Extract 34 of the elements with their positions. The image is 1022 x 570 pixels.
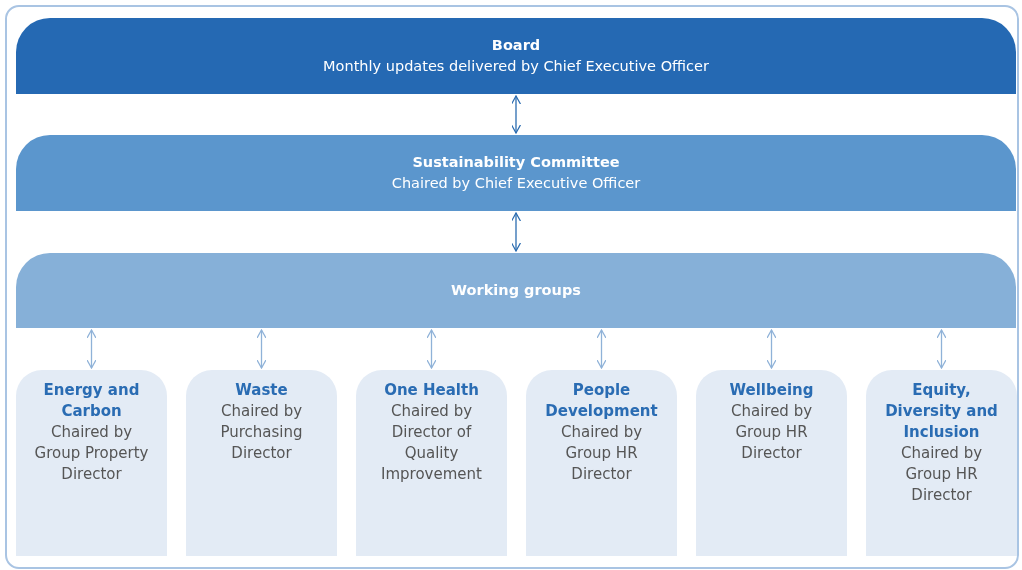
group-card: [16, 370, 167, 556]
node-title: Board: [491, 36, 541, 55]
node-title: One Health: [384, 380, 479, 401]
double-arrow: [510, 212, 522, 252]
node-subtitle: Chaired by Director of Quality Improvement: [380, 401, 483, 485]
node-title: Equity, Diversity and Inclusion: [884, 380, 999, 443]
double-arrow: [510, 95, 522, 134]
double-arrow: [596, 329, 607, 369]
node-title: Energy and Carbon: [42, 380, 141, 422]
group-card: [526, 370, 677, 556]
double-arrow: [426, 329, 437, 369]
node-title: Sustainability Committee: [412, 153, 620, 172]
group-card: [356, 370, 507, 556]
node-title: Working groups: [451, 281, 581, 300]
node-title: Wellbeing: [729, 380, 814, 401]
node-subtitle: Chaired by Group HR Director: [899, 443, 984, 506]
double-arrow: [86, 329, 97, 369]
group-card: [866, 370, 1017, 556]
header-band: [16, 253, 1016, 328]
group-card: [186, 370, 337, 556]
double-arrow: [256, 329, 267, 369]
header-band: [16, 18, 1016, 94]
node-subtitle: Chaired by Purchasing Director: [219, 401, 304, 464]
node-subtitle: Chaired by Group HR Director: [729, 401, 814, 464]
header-band: [16, 135, 1016, 211]
node-title: Waste: [235, 380, 288, 401]
double-arrow: [936, 329, 947, 369]
node-subtitle: Chaired by Group HR Director: [559, 422, 644, 485]
node-subtitle: Chaired by Chief Executive Officer: [391, 174, 641, 193]
group-card: [696, 370, 847, 556]
node-subtitle: Monthly updates delivered by Chief Executive Officer: [323, 57, 709, 76]
node-title: People Development: [544, 380, 659, 422]
node-subtitle: Chaired by Group Property Director: [33, 422, 150, 485]
double-arrow: [766, 329, 777, 369]
